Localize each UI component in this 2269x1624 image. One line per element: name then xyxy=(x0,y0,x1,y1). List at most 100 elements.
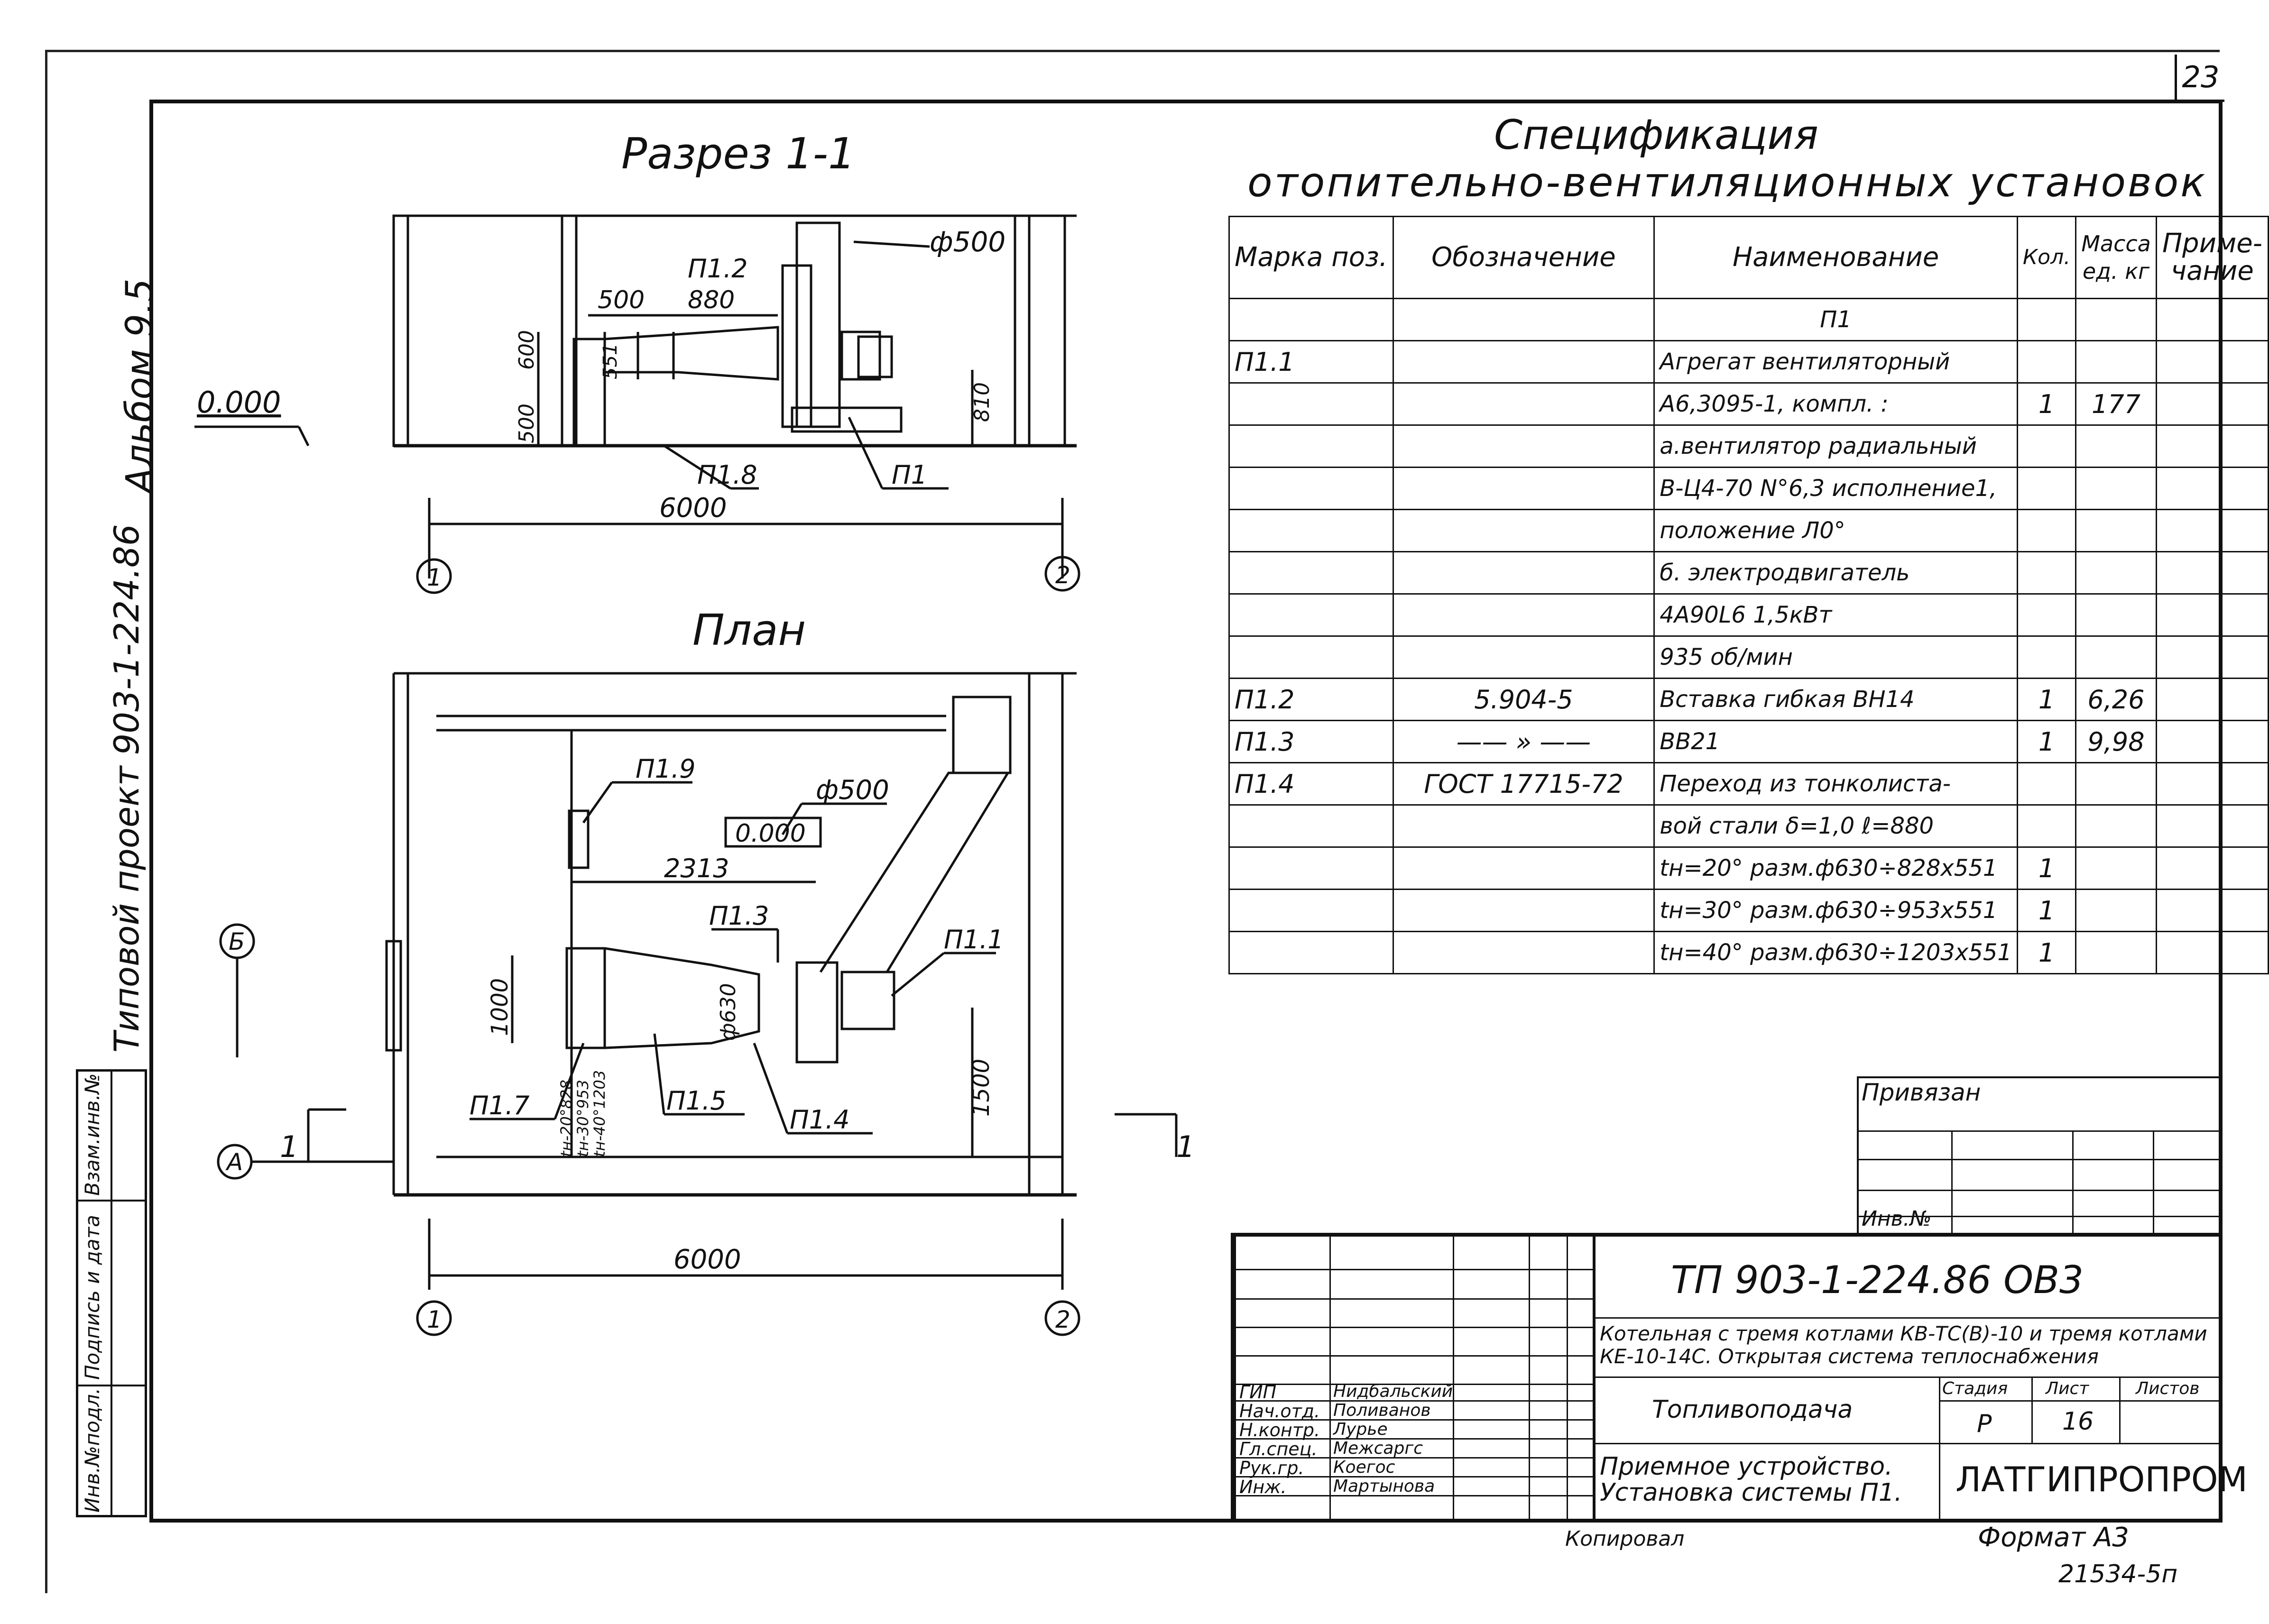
spec-cell-designation xyxy=(1392,551,1655,595)
plan-dim-1500: 1500 xyxy=(968,1059,995,1117)
spec-cell-qty xyxy=(2016,593,2077,637)
spec-cell-note xyxy=(2155,340,2269,384)
spec-cell-mass xyxy=(2075,889,2157,932)
section-dim-500: 500 xyxy=(598,286,645,314)
section-label-p1: П1 xyxy=(892,460,927,490)
plan-cut-mark-right: 1 xyxy=(1176,1129,1195,1164)
spec-cell-name: Переход из тонколиста- xyxy=(1653,762,2018,806)
spec-cell-name: П1 xyxy=(1653,298,2018,341)
spec-cell-mass xyxy=(2075,804,2157,848)
section-dim-551: 551 xyxy=(600,343,621,379)
footer-archive: 21534-5п xyxy=(2058,1560,2178,1588)
spec-cell-mass xyxy=(2075,424,2157,468)
spec-cell-mark xyxy=(1228,804,1394,848)
spec-cell-mass: 177 xyxy=(2075,382,2157,426)
spec-cell-mark: П1.3 xyxy=(1228,720,1394,763)
spec-cell-mass xyxy=(2075,467,2157,510)
spec-cell-mark: П1.1 xyxy=(1228,340,1394,384)
spec-cell-designation xyxy=(1392,509,1655,552)
spec-cell-note xyxy=(2155,424,2269,468)
spec-cell-mark: П1.4 xyxy=(1228,762,1394,806)
role-gip: ГИП xyxy=(1239,1382,1277,1403)
spec-cell-mark xyxy=(1228,931,1394,974)
spec-cell-qty: 1 xyxy=(2016,889,2077,932)
title-code: ТП 903-1-224.86 ОВ3 xyxy=(1671,1258,2084,1302)
plan-label-p1-7: П1.7 xyxy=(470,1091,529,1120)
spec-cell-qty xyxy=(2016,804,2077,848)
spec-cell-note xyxy=(2155,382,2269,426)
plan-dim-630: ф630 xyxy=(716,983,740,1041)
role-nkontr-name: Лурье xyxy=(1333,1420,1388,1439)
spec-header-designation: Обозначение xyxy=(1392,216,1655,299)
spec-cell-designation xyxy=(1392,931,1655,974)
left-strip: Инв.№подл. Подпись и дата Взам.инв.№ xyxy=(76,1069,147,1517)
title-sheets-label: Листов xyxy=(2136,1379,2200,1398)
spec-cell-mark xyxy=(1228,424,1394,468)
spec-cell-note xyxy=(2155,635,2269,679)
spec-cell-qty: 1 xyxy=(2016,720,2077,763)
plan-label-p1-1: П1.1 xyxy=(944,925,1004,954)
spec-title-line2: отопительно-вентиляционных установок xyxy=(1247,159,2207,206)
spec-cell-note xyxy=(2155,804,2269,848)
plan-dim-6000: 6000 xyxy=(673,1244,741,1275)
spec-cell-qty: 1 xyxy=(2016,382,2077,426)
spec-cell-qty xyxy=(2016,635,2077,679)
spec-cell-qty xyxy=(2016,467,2077,510)
section-dim-6000: 6000 xyxy=(659,493,727,523)
plan-cut-mark-left: 1 xyxy=(280,1129,298,1164)
outer-frame xyxy=(45,50,2220,1593)
table-row: положение Л0° xyxy=(1228,509,2269,552)
plan-title: План xyxy=(692,606,806,655)
spec-cell-mass xyxy=(2075,551,2157,595)
spec-header-mark: Марка поз. xyxy=(1228,216,1394,299)
spec-cell-name: положение Л0° xyxy=(1653,509,2018,552)
binding-stamp-inv: Инв.№ xyxy=(1862,1207,1932,1231)
spec-cell-mark: П1.2 xyxy=(1228,678,1394,721)
section-level: 0.000 xyxy=(197,385,281,420)
plan-label-p1-5: П1.5 xyxy=(666,1086,726,1116)
binding-stamp-label: Привязан xyxy=(1862,1079,1981,1106)
plan-axis-b: Б xyxy=(229,928,245,955)
title-sheet-title-2: Установка системы П1. xyxy=(1600,1478,1902,1507)
role-inzh: Инж. xyxy=(1239,1477,1287,1497)
section-axis-2: 2 xyxy=(1055,561,1070,589)
spec-cell-name: 4А90L6 1,5кВт xyxy=(1653,593,2018,637)
spec-cell-note xyxy=(2155,593,2269,637)
role-gip-name: Нидбальский xyxy=(1333,1382,1453,1401)
spec-cell-mass xyxy=(2075,931,2157,974)
spec-cell-name: В-Ц4-70 N°6,3 исполнение1, xyxy=(1653,467,2018,510)
plan-angle-20: tн-20°828 xyxy=(557,1080,575,1157)
spec-cell-designation xyxy=(1392,889,1655,932)
plan-label-p1-3: П1.3 xyxy=(709,901,769,931)
title-org: ЛАТГИПРОПРОМ xyxy=(1955,1459,2248,1499)
spec-cell-name: tн=40° разм.ф630÷1203х551 xyxy=(1653,931,2018,974)
plan-dim-1000: 1000 xyxy=(487,978,513,1036)
section-duct-diameter: ф500 xyxy=(930,226,1005,258)
title-sheet-label: Лист xyxy=(2046,1379,2089,1398)
spec-cell-name: А6,3095-1, компл. : xyxy=(1653,382,2018,426)
spec-cell-designation: 5.904-5 xyxy=(1392,678,1655,721)
spec-cell-mass xyxy=(2075,762,2157,806)
spec-header-note: Приме- чание xyxy=(2155,216,2269,299)
role-nach: Нач.отд. xyxy=(1239,1401,1320,1422)
footer-copied-by: Копировал xyxy=(1565,1527,1685,1551)
spec-cell-mark xyxy=(1228,846,1394,890)
plan-label-p1-9: П1.9 xyxy=(636,754,695,784)
title-sheet-title-1: Приемное устройство. xyxy=(1600,1452,1893,1481)
plan-angle-30: tн-30°953 xyxy=(574,1080,592,1157)
spec-cell-mark xyxy=(1228,593,1394,637)
spec-cell-note xyxy=(2155,298,2269,341)
spec-cell-qty xyxy=(2016,762,2077,806)
spec-cell-mass: 9,98 xyxy=(2075,720,2157,763)
spec-cell-mass xyxy=(2075,593,2157,637)
spec-cell-name: tн=30° разм.ф630÷953х551 xyxy=(1653,889,2018,932)
spec-header-qty: Кол. xyxy=(2016,216,2077,299)
spec-title-line1: Спецификация xyxy=(1494,111,1818,159)
spec-cell-note xyxy=(2155,509,2269,552)
table-row: П1 xyxy=(1228,298,2269,341)
plan-angle-40: tн-40°1203 xyxy=(590,1070,609,1157)
section-dim-880: 880 xyxy=(688,286,735,314)
spec-cell-mark xyxy=(1228,382,1394,426)
